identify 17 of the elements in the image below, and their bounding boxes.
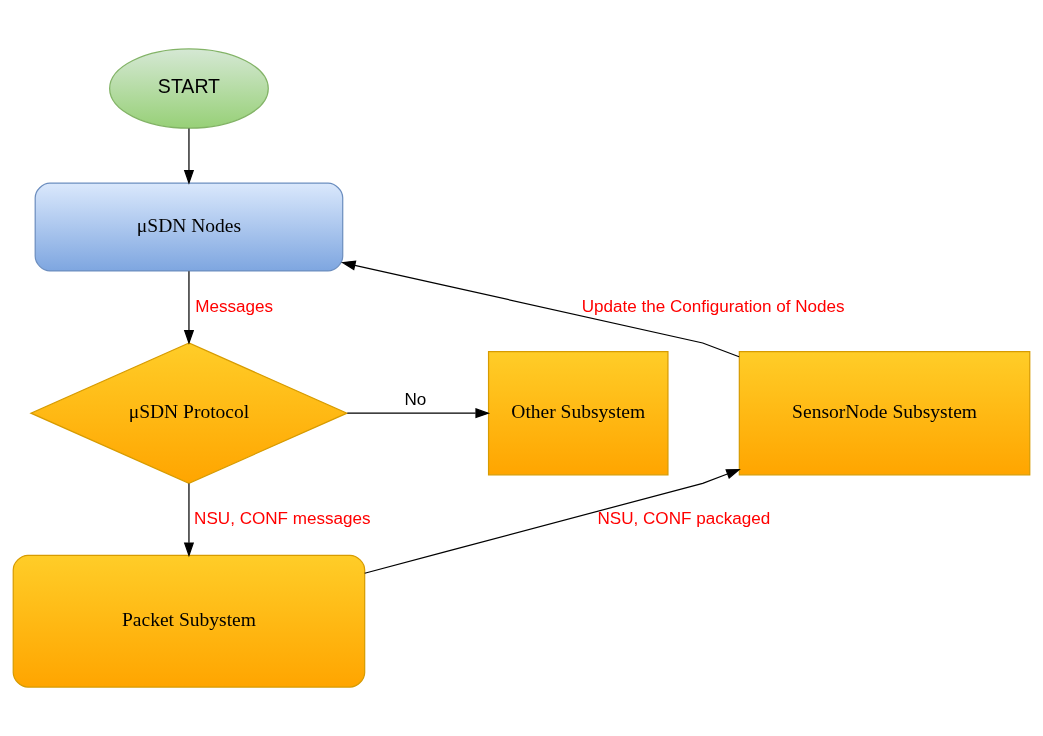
edge-label: NSU, CONF packaged [597, 508, 771, 528]
node-box: Packet Subystem [12, 554, 366, 688]
edge-label: NSU, CONF messages [194, 508, 371, 528]
arrow [183, 482, 195, 558]
arrow [340, 260, 740, 358]
node-ellipse: START [109, 48, 269, 129]
edge-label: No [404, 389, 427, 409]
arrow [346, 408, 491, 419]
node-box: μSDN Nodes [34, 182, 344, 272]
arrow [183, 127, 195, 185]
edge-label: Messages [195, 296, 274, 316]
edge-label: Update the Configuration of Nodes [581, 296, 845, 316]
node-diamond: μSDN Protocol [29, 342, 349, 484]
arrow [183, 270, 195, 345]
arrow [364, 468, 741, 574]
node-box: Other Subsystem [487, 350, 669, 476]
node-box: SensorNode Subsystem [738, 350, 1031, 476]
